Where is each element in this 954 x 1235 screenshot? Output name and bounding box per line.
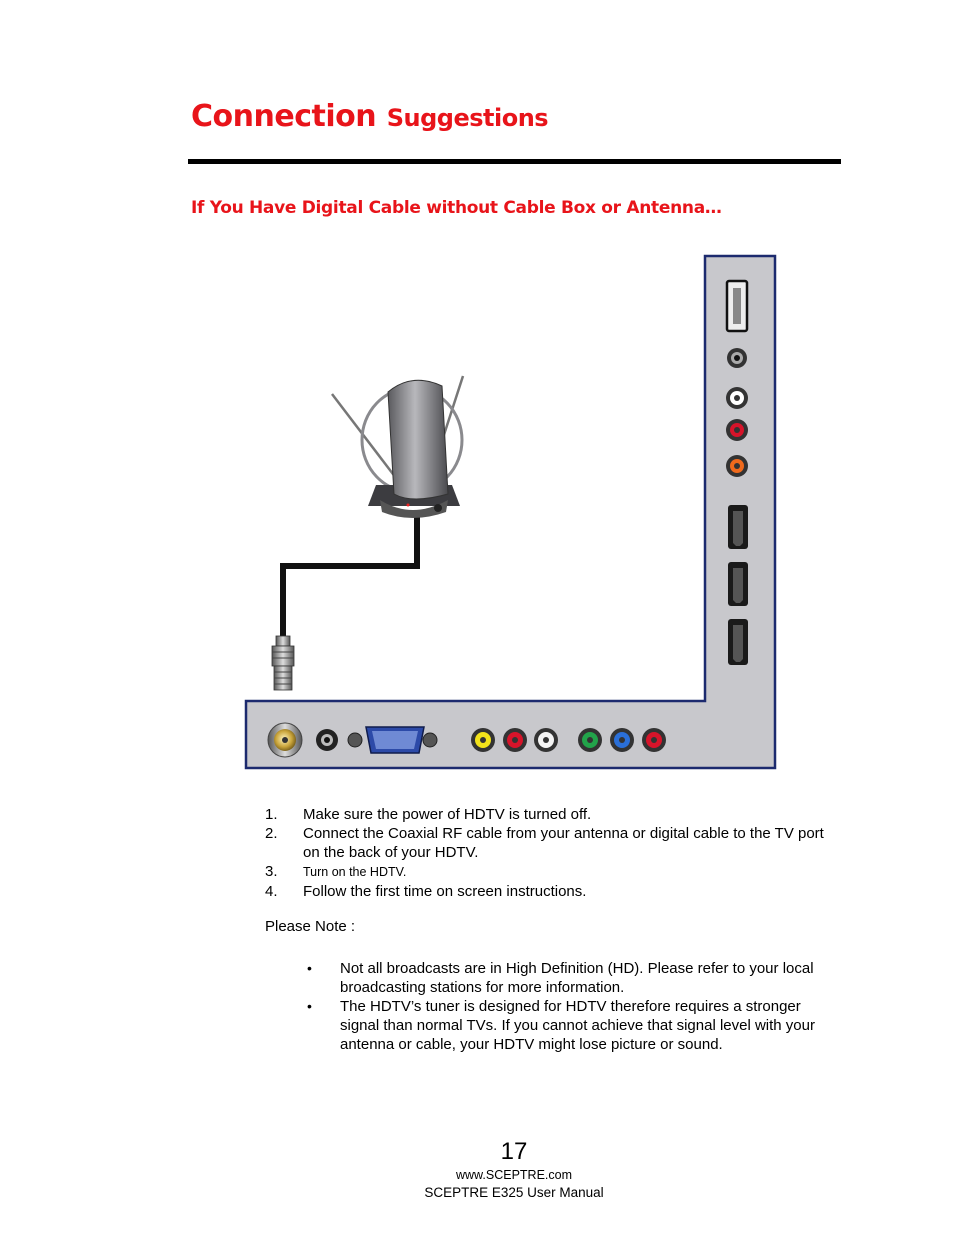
rca-jack-red-icon — [503, 728, 527, 752]
hdmi-port-icon — [728, 505, 748, 549]
tv-back-panel — [244, 254, 777, 770]
step-text: Connect the Coaxial RF cable from your a… — [303, 825, 824, 861]
step-item: 2. Connect the Coaxial RF cable from your… — [265, 824, 835, 862]
note-bullet-text: The HDTV’s tuner is designed for HDTV th… — [340, 998, 815, 1053]
step-item: 3. Turn on the HDTV. — [265, 862, 835, 882]
rca-jack-white-icon — [726, 387, 748, 409]
page-number: 17 — [500, 1138, 528, 1165]
note-label: Please Note : — [265, 918, 356, 935]
step-number: 4. — [265, 883, 278, 900]
coaxial-connector-icon — [271, 635, 295, 691]
footer-manual-title: SCEPTRE E325 User Manual — [424, 1185, 604, 1200]
note-bullets: • Not all broadcasts are in High Definiti… — [265, 959, 835, 1054]
section-subtitle: If You Have Digital Cable without Cable … — [191, 198, 722, 218]
instruction-steps: 1. Make sure the power of HDTV is turned … — [265, 805, 835, 901]
hdmi-port-icon — [728, 562, 748, 606]
rca-jack-red-icon — [726, 419, 748, 441]
title-word-suggestions: Suggestions — [386, 104, 549, 132]
rca-jack-green-icon — [578, 728, 602, 752]
coaxial-cable — [280, 516, 420, 640]
audio-jack-icon — [316, 729, 338, 751]
title-divider — [188, 159, 841, 164]
footer-website: www.SCEPTRE.com — [456, 1168, 572, 1182]
rca-jack-blue-icon — [610, 728, 634, 752]
note-bullet-item: • The HDTV’s tuner is designed for HDTV t… — [265, 997, 835, 1054]
rf-input-icon — [267, 722, 303, 758]
note-bullet-text: Not all broadcasts are in High Definitio… — [340, 960, 814, 996]
step-text: Turn on the HDTV. — [303, 865, 407, 879]
step-text: Follow the first time on screen instruct… — [303, 883, 587, 900]
bullet-icon: • — [307, 960, 312, 976]
note-bullet-item: • Not all broadcasts are in High Definiti… — [265, 959, 835, 997]
step-number: 1. — [265, 806, 278, 823]
step-item: 4. Follow the first time on screen instru… — [265, 882, 835, 901]
rca-jack-orange-icon — [726, 455, 748, 477]
connection-diagram — [244, 254, 777, 770]
antenna-icon — [331, 375, 465, 518]
usb-port-icon — [725, 279, 749, 333]
step-number: 2. — [265, 825, 278, 842]
rca-jack-white-icon — [534, 728, 558, 752]
step-text: Make sure the power of HDTV is turned of… — [303, 806, 592, 823]
bullet-icon: • — [307, 998, 312, 1014]
page-title: Connection Suggestions — [191, 96, 549, 134]
hdmi-port-icon — [728, 619, 748, 665]
step-number: 3. — [265, 863, 278, 880]
vga-port-icon — [347, 726, 438, 754]
title-word-connection: Connection — [191, 99, 377, 134]
rca-jack-red-icon — [642, 728, 666, 752]
audio-jack-icon — [727, 348, 747, 368]
rca-jack-yellow-icon — [471, 728, 495, 752]
step-item: 1. Make sure the power of HDTV is turned … — [265, 805, 835, 824]
